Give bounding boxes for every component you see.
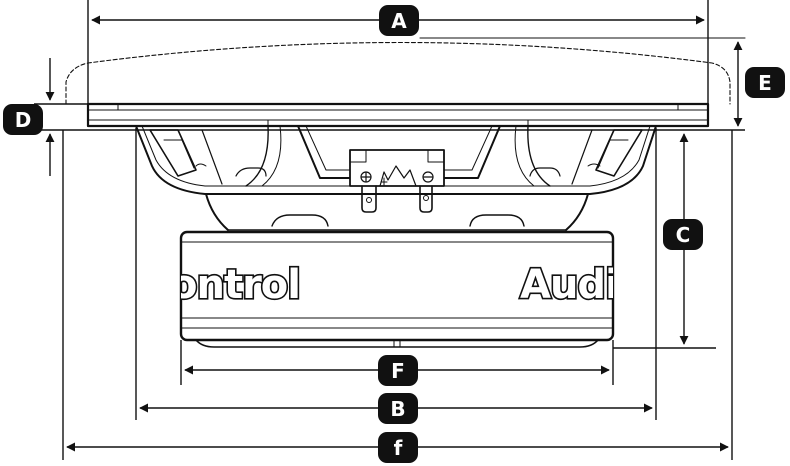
label-b: B [378,393,418,424]
label-c: C [663,219,703,250]
label-d-text: D [15,108,32,132]
label-a: A [379,5,419,36]
label-f-small: F [378,355,418,386]
basket-neck [205,193,589,231]
label-f-text: f [394,436,403,460]
label-f: f [378,432,418,463]
brand-text-right: Audio [520,262,644,308]
magnet-branding: ontrol Audio [170,260,644,309]
label-a-text: A [391,9,407,33]
label-d: D [3,104,43,135]
grille-dome-outline [65,41,731,105]
label-e: E [745,67,785,98]
label-c-text: C [676,223,691,247]
label-b-text: B [390,397,405,421]
label-e-text: E [758,71,772,95]
magnet-assembly [179,230,615,348]
brand-text-left: ontrol [170,262,300,308]
mounting-flange [86,102,710,128]
speaker-drawing [65,37,746,348]
label-f-small-text: F [391,359,405,383]
terminal-block [349,149,445,213]
